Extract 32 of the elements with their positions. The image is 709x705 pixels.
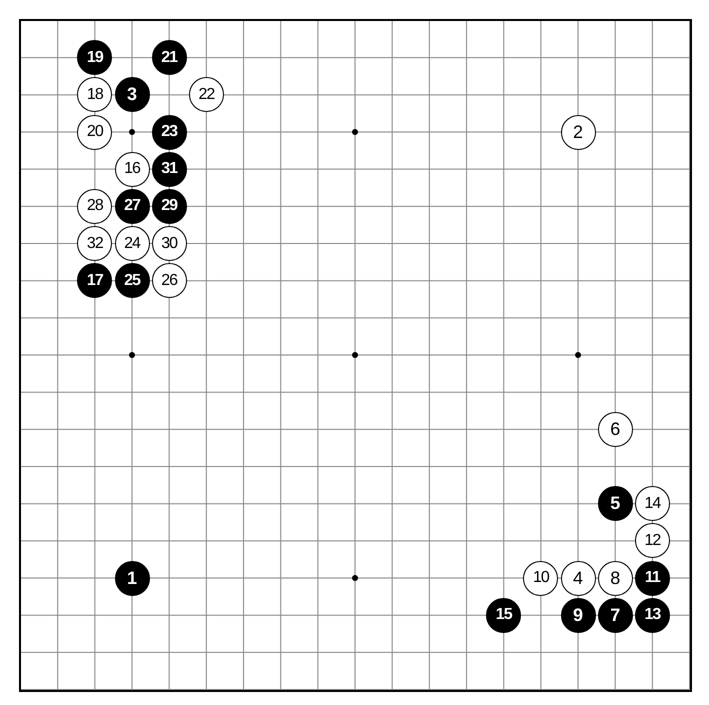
go-stone: 8 xyxy=(598,560,633,596)
go-stone: 4 xyxy=(560,560,596,596)
go-stone: 12 xyxy=(634,523,670,558)
go-stone: 2 xyxy=(560,114,596,150)
go-stone: 7 xyxy=(598,598,633,633)
go-stone: 13 xyxy=(634,598,670,633)
go-stone: 19 xyxy=(77,40,112,76)
go-stone: 30 xyxy=(152,226,187,262)
go-stone: 5 xyxy=(598,486,633,522)
go-stone: 9 xyxy=(560,598,596,633)
go-stone: 16 xyxy=(114,152,150,187)
go-stone: 22 xyxy=(188,77,224,112)
go-stone: 20 xyxy=(77,114,112,150)
go-stone: 3 xyxy=(114,77,150,112)
go-stone: 25 xyxy=(114,263,150,298)
go-stone: 21 xyxy=(152,40,187,76)
go-stone: 28 xyxy=(77,188,112,224)
go-stone: 10 xyxy=(523,560,558,596)
go-stone: 11 xyxy=(634,560,670,596)
go-stone: 24 xyxy=(114,226,150,262)
go-stone: 6 xyxy=(598,412,633,447)
go-stone: 27 xyxy=(114,188,150,224)
go-stone: 23 xyxy=(152,114,187,150)
go-stone: 15 xyxy=(486,598,522,633)
go-stone: 18 xyxy=(77,77,112,112)
go-stone: 17 xyxy=(77,263,112,298)
go-stone: 32 xyxy=(77,226,112,262)
go-stone: 1 xyxy=(114,560,150,596)
go-stone: 14 xyxy=(634,486,670,522)
go-stone: 29 xyxy=(152,188,187,224)
go-stone: 31 xyxy=(152,152,187,187)
go-stone: 26 xyxy=(152,263,187,298)
